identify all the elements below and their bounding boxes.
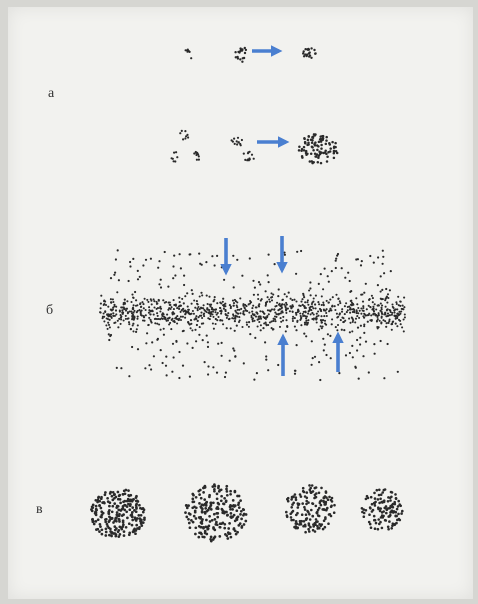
particle-cluster <box>234 47 247 63</box>
particle-sphere <box>184 483 247 542</box>
particle-cluster <box>243 151 255 162</box>
particle-cluster <box>171 151 179 163</box>
particle-cluster <box>302 47 317 59</box>
particle-cluster <box>185 49 193 60</box>
particle-dots <box>90 47 406 543</box>
particle-sphere <box>361 488 404 530</box>
particle-band <box>99 249 406 381</box>
particle-cluster <box>179 130 189 141</box>
particle-sphere <box>285 484 336 533</box>
particle-cluster <box>231 137 243 147</box>
particle-sphere <box>90 489 146 538</box>
particle-cluster <box>193 151 200 161</box>
particle-cluster <box>298 133 339 164</box>
